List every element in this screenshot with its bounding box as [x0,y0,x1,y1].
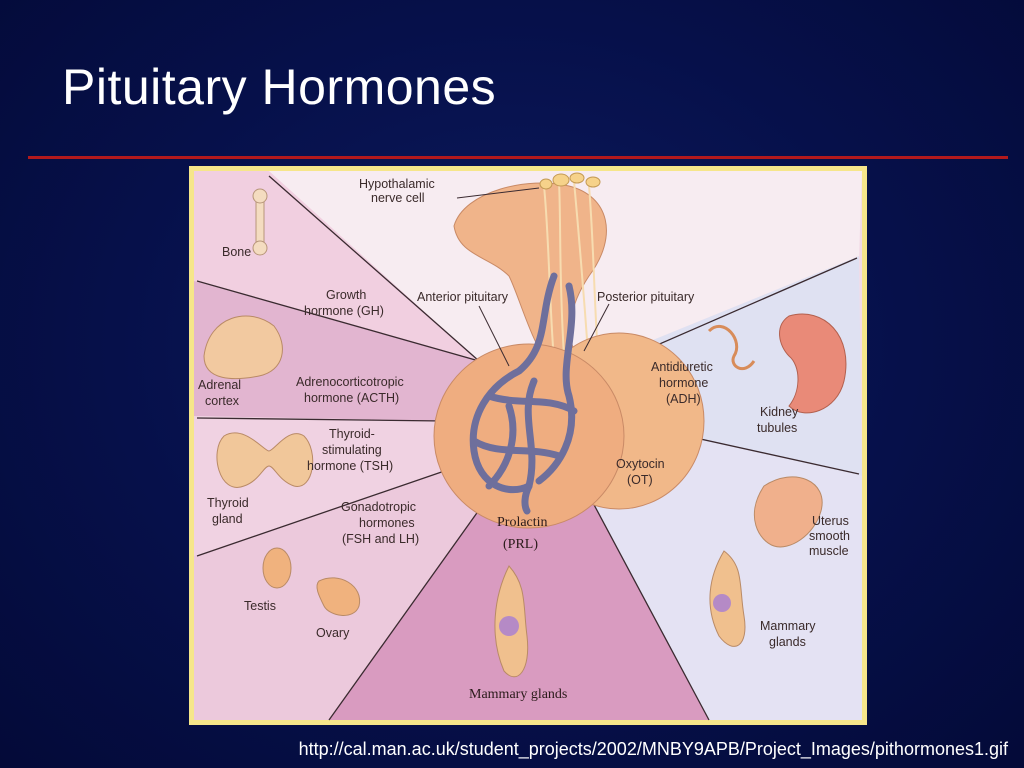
uterus-label-line3: muscle [809,544,849,558]
posterior-pituitary-label: Posterior pituitary [597,290,695,304]
tubule-illustration [707,324,756,371]
tsh-label-line3: hormone (TSH) [307,459,393,473]
hypothalamic-label-line2: nerve cell [371,191,425,205]
testis-illustration [262,547,292,589]
hypothalamic-label-line1: Hypothalamic [359,177,435,191]
mammary-right-lobule [713,594,731,612]
prolactin-label-line2: (PRL) [503,537,538,552]
thyroid-label-line1: Thyroid [207,496,249,510]
portal-vessels [469,272,578,515]
adrenal-label-line1: Adrenal [198,378,241,392]
thyroid-label-line2: gland [212,512,243,526]
gh-label: Growth hormone (GH) [304,288,384,318]
tsh-label-line2: stimulating [322,443,382,457]
hypothalamic-label: Hypothalamic nerve cell [359,177,435,205]
source-url: http://cal.man.ac.uk/student_projects/20… [298,739,1008,759]
mammary-right-label: Mammary glands [760,619,816,649]
wedge-dividers [196,175,860,721]
kidney-label-line1: Kidney [760,405,799,419]
acth-label-line1: Adrenocorticotropic [296,375,404,389]
thyroid-label: Thyroid gland [207,496,249,526]
kidney-label: Kidney tubules [757,405,799,435]
thyroid-illustration [216,432,314,488]
adrenal-illustration [203,315,283,380]
wedge-bone [194,171,479,361]
kidney-illustration [779,313,847,414]
mammary-bottom-label: Mammary glands [469,687,567,702]
prolactin-label: Prolactin (PRL) [497,515,548,552]
adrenal-label: Adrenal cortex [198,378,241,408]
tsh-label-line1: Thyroid- [329,427,375,441]
gh-label-line2: hormone (GH) [304,304,384,318]
gonado-label-line2: hormones [359,516,415,530]
oxytocin-label: Oxytocin (OT) [616,457,665,487]
mammary-bottom-lobule [499,616,519,636]
gonado-label: Gonadotropic hormones (FSH and LH) [341,500,419,546]
adh-label-line3: (ADH) [666,392,701,406]
acth-label: Adrenocorticotropic hormone (ACTH) [296,375,404,405]
gonado-label-line3: (FSH and LH) [342,532,419,546]
adh-label-line1: Antidiuretic [651,360,713,374]
uterus-label-line2: smooth [809,529,850,543]
mammary-right-label-line2: glands [769,635,806,649]
slide-title: Pituitary Hormones [62,59,497,115]
ovary-label: Ovary [316,626,350,640]
kidney-label-line2: tubules [757,421,797,435]
wedge-acth [194,281,479,421]
anterior-pituitary-label: Anterior pituitary [417,290,509,304]
adh-label-line2: hormone [659,376,708,390]
prolactin-label-line1: Prolactin [497,515,548,530]
gh-label-line1: Growth [326,288,366,302]
diagram-canvas: Hypothalamic nerve cell Anterior pituita… [194,171,862,721]
acth-label-line2: hormone (ACTH) [304,391,399,405]
testis-label: Testis [244,599,276,613]
uterus-label: Uterus smooth muscle [809,514,850,558]
oxytocin-label-line2: (OT) [627,473,653,487]
uterus-label-line1: Uterus [812,514,849,528]
adh-label: Antidiuretic hormone (ADH) [651,360,713,406]
leader-lines [456,187,610,367]
adrenal-label-line2: cortex [205,394,240,408]
uterus-illustration [754,476,823,548]
gonado-label-line1: Gonadotropic [341,500,416,514]
pituitary-diagram: Hypothalamic nerve cell Anterior pituita… [189,166,867,725]
bone-illustration [252,188,268,256]
oxytocin-label-line1: Oxytocin [616,457,665,471]
mammary-right-label-line1: Mammary [760,619,816,633]
nerve-cell-bodies [539,172,601,190]
ovary-illustration [316,577,361,616]
tsh-label: Thyroid- stimulating hormone (TSH) [307,427,393,473]
title-divider [28,156,1008,159]
bone-label: Bone [222,245,251,259]
